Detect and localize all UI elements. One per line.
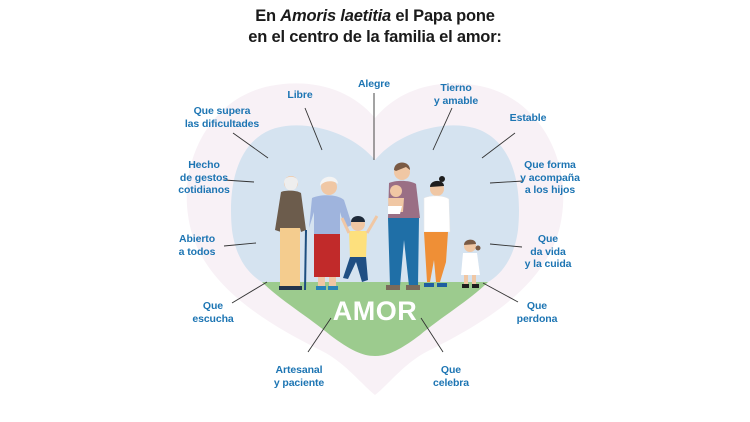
title-line-2: en el centro de la familia el amor:	[248, 28, 502, 46]
label-alegre: Alegre	[357, 78, 391, 90]
label-que-perdona: Que perdona	[516, 300, 558, 325]
label-que-da-vida-y-la-cuida: Que da vida y la cuida	[524, 233, 572, 270]
title-line-1: En Amoris laetitia el Papa pone	[255, 7, 495, 25]
ground	[262, 282, 488, 356]
leader-lines	[223, 93, 524, 353]
boy-figure	[340, 215, 379, 282]
label-hecho-de-gestos-cotidianos: Hecho de gestos cotidianos	[178, 159, 230, 196]
center-label-amor: AMOR	[332, 296, 418, 326]
label-que-escucha: Que escucha	[192, 300, 234, 325]
grandmother-figure	[309, 176, 352, 290]
father-figure	[386, 162, 420, 290]
family-figures	[275, 162, 481, 291]
grandfather-figure	[275, 176, 307, 291]
title-italic: Amoris laetitia	[280, 7, 392, 25]
label-que-supera-las-dificultades: Que supera las dificultades	[184, 105, 260, 130]
label-estable: Estable	[509, 112, 547, 124]
label-que-celebra: Que celebra	[432, 364, 470, 389]
mother-figure	[423, 176, 451, 287]
infographic-title: En Amoris laetitia el Papa pone en el ce…	[0, 6, 750, 48]
girl-figure	[461, 239, 481, 288]
label-que-forma-y-acompana-a-los-hijos: Que forma y acompaña a los hijos	[520, 159, 580, 196]
label-tierno-y-amable: Tierno y amable	[433, 82, 479, 107]
label-libre: Libre	[287, 89, 313, 101]
label-artesanal-y-paciente: Artesanal y paciente	[273, 364, 325, 389]
label-abierto-a-todos: Abierto a todos	[178, 233, 216, 258]
